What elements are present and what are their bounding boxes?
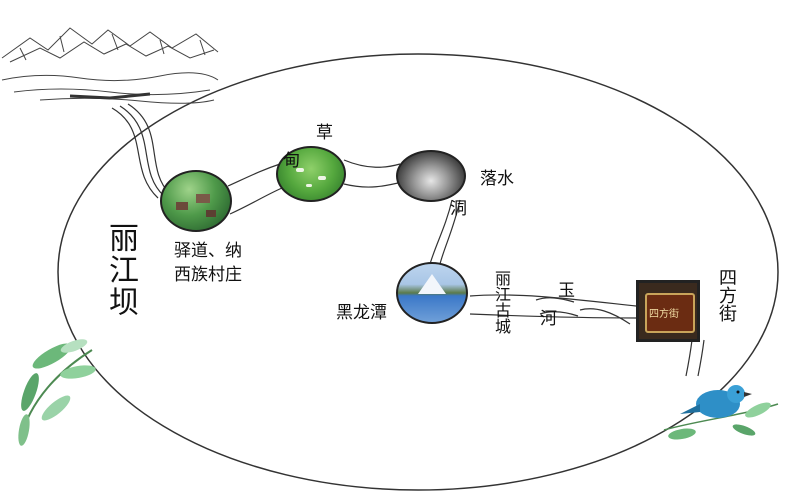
node-yidao-image (160, 170, 232, 232)
region-ellipse (57, 53, 779, 491)
path-caodian-luoshui (343, 159, 403, 188)
path-yidao-caodian (227, 163, 283, 215)
label-yuhe-yu: 玉 (558, 281, 575, 301)
node-heilongtan-image (396, 262, 468, 324)
label-luoshui: 落水 (480, 169, 514, 189)
mountain-sketch (1, 27, 219, 104)
label-gucheng: 丽江古城 (492, 270, 511, 334)
label-heilongtan: 黑龙潭 (336, 303, 387, 323)
label-caodian-2: 甸 (283, 151, 300, 171)
label-yidao-line2: 西族村庄 (174, 265, 242, 285)
label-caodian-1: 草 (316, 123, 333, 143)
node-luoshui-image (396, 150, 466, 202)
node-caodian-image (276, 146, 346, 202)
label-sifangjie: 四方街 (716, 268, 737, 322)
title-lijiang-ba: 丽江坝 (103, 222, 138, 318)
leaf-decoration-left (18, 339, 96, 446)
sifangjie-sign-text: 四方街 (649, 309, 679, 320)
label-yuhe-he: 河 (540, 309, 557, 329)
node-sifangjie-sign: 四方街 (636, 280, 700, 342)
bird-decoration (663, 385, 779, 440)
path-sifangjie-out (685, 339, 705, 377)
label-yidao-line1: 驿道、纳 (174, 241, 242, 261)
path-heilongtan-sifangjie (469, 294, 637, 325)
river-top (111, 103, 171, 199)
path-luoshui-heilongtan (429, 199, 461, 265)
label-luoshui-dong: 洞 (450, 199, 467, 219)
mountain-sketch-frame (2, 26, 218, 108)
